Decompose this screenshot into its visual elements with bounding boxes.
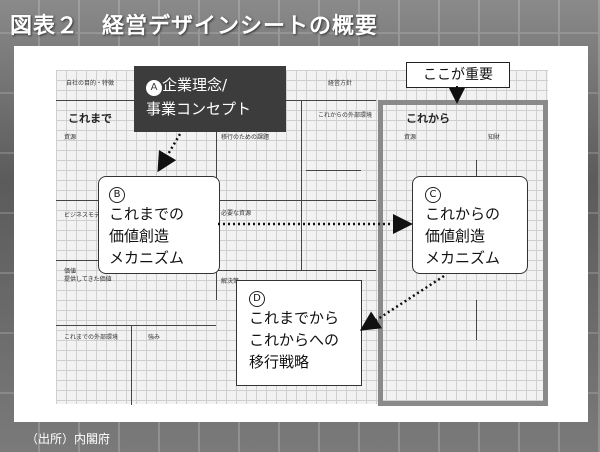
solution-label: 解決策 — [221, 278, 240, 285]
sheet-divider — [56, 325, 216, 326]
sheet-divider — [306, 170, 361, 171]
resource-right-label: 資源 — [404, 134, 417, 141]
future-env-label: これからの外部環境 — [318, 112, 373, 119]
purpose-label: 自社の目的・特徴 — [66, 80, 115, 87]
callout-a-line2: 事業コンセプト — [146, 100, 252, 118]
callout-c-line2: 価値創造 — [425, 227, 486, 245]
callout-d-mark: D — [249, 291, 265, 307]
callout-b-line3: メカニズム — [109, 249, 185, 267]
arrows-overlay — [157, 86, 465, 331]
sheet-divider — [301, 100, 302, 270]
callout-a-mark: A — [146, 80, 162, 96]
callout-b-past-mechanism: B これまでの 価値創造 メカニズム — [98, 176, 220, 274]
value-left-label: 価値 — [64, 268, 77, 275]
callout-c-future-mechanism: C これからの 価値創造 メカニズム — [412, 176, 528, 274]
callout-c-line3: メカニズム — [425, 249, 501, 267]
resource-left-label: 資源 — [64, 134, 77, 141]
future-header: これから — [406, 112, 450, 125]
strength-label: 強み — [148, 334, 161, 341]
callout-d-transition-strategy: D これまでから これからへの 移行戦略 — [236, 280, 362, 386]
callout-c-line1: これからの — [425, 205, 501, 223]
callout-d-line1: これまでから — [249, 309, 340, 327]
transition-issue-label: 移行のための課題 — [221, 134, 270, 141]
business-model-left-label: ビジネスモデル — [64, 212, 107, 219]
arrow-c-to-d — [359, 274, 445, 331]
needed-resource-label: 必要な資源 — [221, 210, 252, 217]
callout-c-mark: C — [425, 187, 441, 203]
figure-title: 図表２ 経営デザインシートの概要 — [10, 14, 379, 39]
past-env-label: これまでの外部環境 — [64, 334, 119, 341]
arrow-a-to-b — [157, 133, 182, 173]
policy-label: 経営方針 — [328, 80, 353, 87]
callout-b-line2: 価値創造 — [109, 227, 170, 245]
callout-b-mark: B — [109, 187, 125, 203]
sheet-divider — [131, 325, 132, 405]
knowledge-label: 知財 — [488, 134, 501, 141]
sheet-divider — [476, 300, 477, 340]
sheet-divider — [216, 200, 376, 201]
past-header: これまで — [68, 112, 112, 125]
callout-a-line1: 企業理念/ — [162, 76, 228, 94]
figure-card: 自社の目的・特徴 経営方針 これまで これから 資源 資源 知財 ビジネスモデル… — [14, 46, 588, 422]
source-note: （出所）内閣府 — [26, 432, 111, 446]
callout-d-line3: 移行戦略 — [249, 353, 310, 371]
value-left-sublabel: 提供してきた価値 — [64, 276, 112, 283]
callout-b-line1: これまでの — [109, 205, 185, 223]
sheet-divider — [216, 270, 376, 271]
callout-d-line2: これからへの — [249, 331, 340, 349]
